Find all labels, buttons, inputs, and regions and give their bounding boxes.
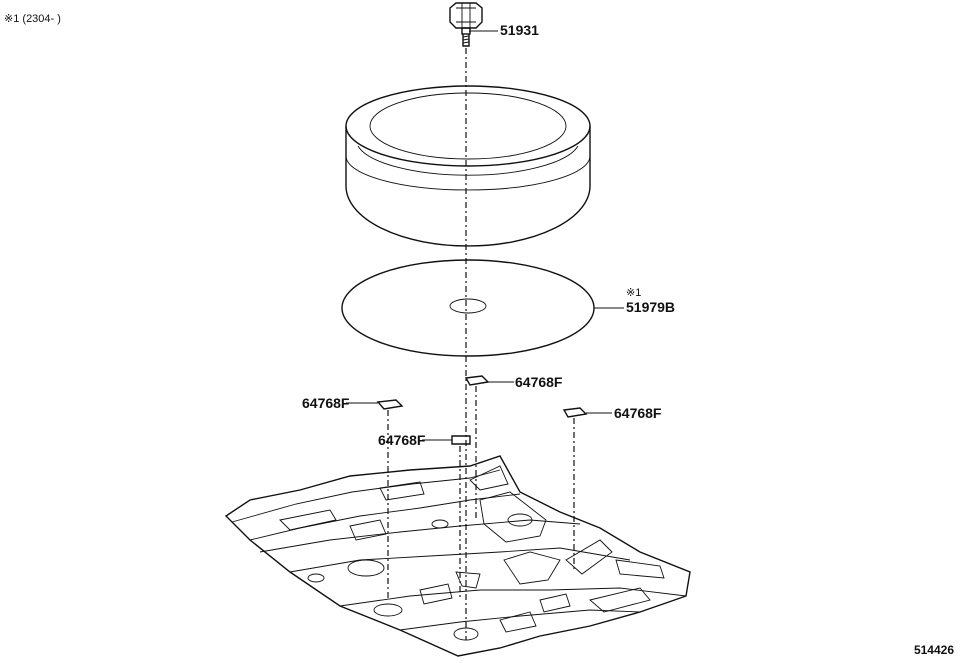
bolt-icon[interactable] bbox=[449, 2, 483, 47]
part-number-51979B[interactable]: 51979B bbox=[626, 299, 675, 315]
part-number-pad-3[interactable]: 64768F bbox=[614, 405, 662, 421]
part-number-pad-2[interactable]: 64768F bbox=[302, 395, 350, 411]
pad-icon[interactable] bbox=[464, 375, 490, 386]
note-text: (2304- ) bbox=[22, 13, 61, 25]
floor-panel-icon[interactable] bbox=[224, 455, 691, 657]
illustration-code: 514426 bbox=[913, 643, 954, 657]
pad-icon[interactable] bbox=[376, 399, 404, 410]
part-number-51931[interactable]: 51931 bbox=[500, 22, 539, 38]
spare-tire-icon[interactable] bbox=[345, 85, 591, 247]
pad-icon[interactable] bbox=[562, 407, 588, 418]
part-number-pad-1[interactable]: 64768F bbox=[515, 374, 563, 390]
spacer-disc-icon[interactable] bbox=[341, 259, 595, 357]
note-mark: ※1 bbox=[4, 13, 20, 25]
spacer-mark: ※1 bbox=[626, 287, 641, 299]
applicability-note: ※1 (2304- ) bbox=[4, 12, 61, 25]
pad-icon[interactable] bbox=[451, 435, 471, 445]
part-number-pad-4[interactable]: 64768F bbox=[378, 432, 426, 448]
